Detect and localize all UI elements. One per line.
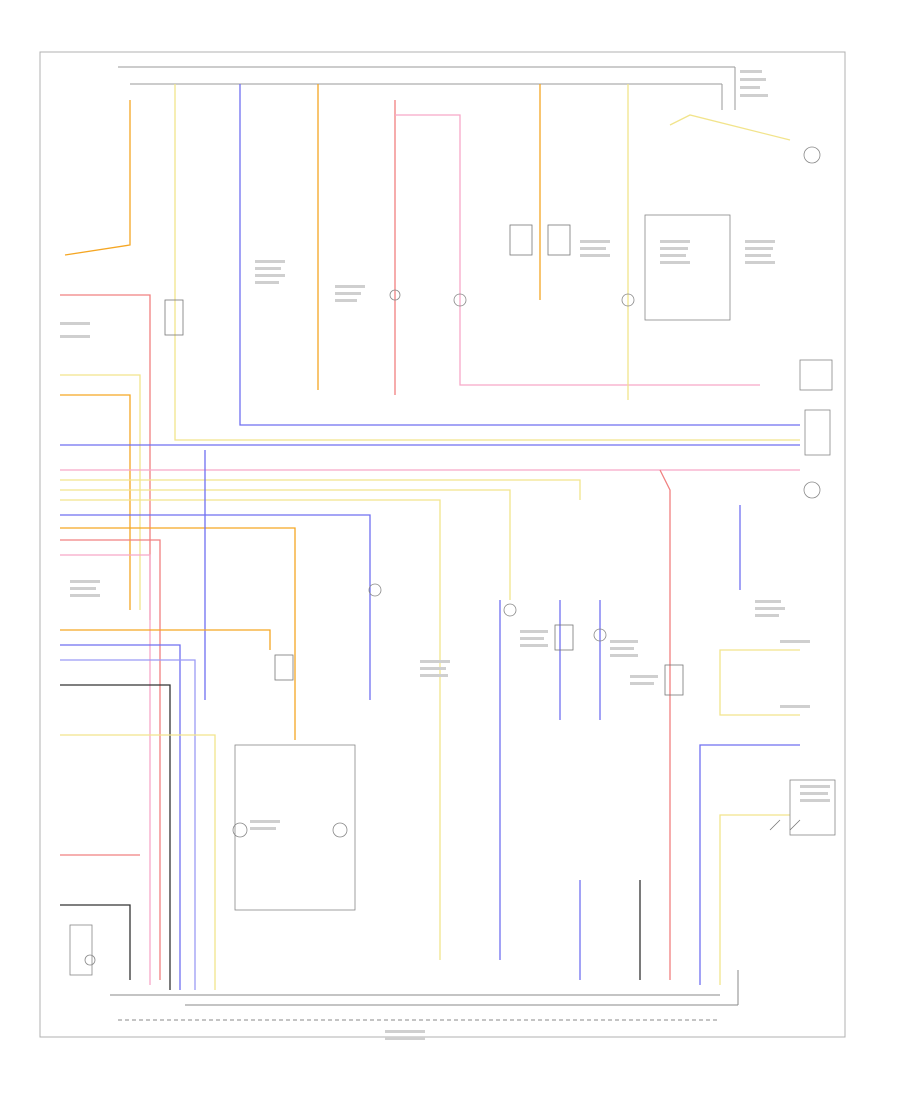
diagram-frame [39,51,846,1038]
lamp-symbol [803,481,821,499]
switch-symbols [164,224,801,831]
lamp-symbol [621,293,635,307]
module-box-right-top [644,214,731,321]
module-box-center [234,744,356,911]
ground-bus [110,970,739,1021]
top-power-bus [118,66,736,110]
connector-block-left [69,924,93,976]
lamp-symbol [389,289,401,301]
lamp-symbol [803,146,821,164]
component-symbols [84,146,821,966]
lamp-symbol [503,603,517,617]
module-box-right-lower [789,779,836,836]
lamp-symbol [332,822,348,838]
modules [69,214,836,976]
lamp-symbol [453,293,467,307]
connector-block-right [799,359,833,391]
label-placeholders [60,240,830,1040]
bus-label-block [740,70,768,97]
lamp-symbol [368,583,382,597]
lamp-symbol [84,954,96,966]
lamp-symbol [593,628,607,642]
right-wires [499,469,800,985]
top-drop-wires [64,84,800,441]
module-box-right-edge [804,409,831,456]
left-wires [60,294,800,990]
lamp-symbol [232,822,248,838]
